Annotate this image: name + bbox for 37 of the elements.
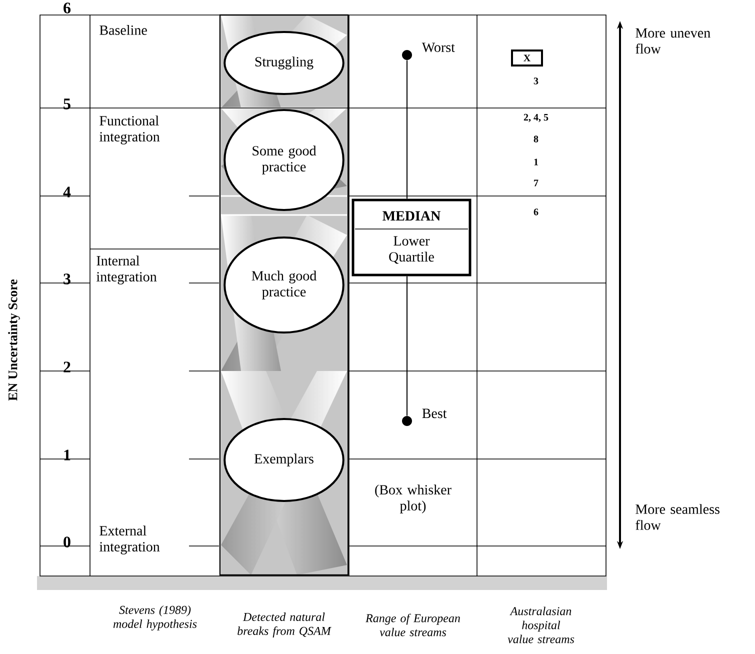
stage-label: Functional integration: [100, 116, 160, 144]
tick-number: 5: [64, 98, 70, 110]
stream-number: 8: [534, 136, 538, 142]
stage-label: Internal integration: [96, 256, 157, 284]
whisker-label: Best: [422, 408, 447, 418]
tick-number: 2: [64, 362, 70, 372]
whisker-line: [406, 60, 408, 200]
stage-label: External integration: [100, 526, 160, 554]
column-caption: Stevens (1989) model hypothesis: [113, 606, 197, 630]
whisker-dot: [402, 50, 412, 60]
stream-number: 3: [534, 78, 538, 84]
tick-number: 1: [64, 450, 70, 460]
whisker-label: Worst: [422, 42, 455, 52]
flow-label: More seamless flow: [636, 504, 720, 530]
note-text: (Box whisker plot): [375, 484, 452, 514]
stream-number: 2, 4, 5: [524, 114, 548, 122]
median-box: MEDIAN Lower Quartile: [352, 198, 472, 276]
flow-label: More uneven flow: [636, 28, 710, 54]
whisker-line: [406, 276, 408, 416]
stream-number: 6: [534, 208, 538, 216]
axis-title: EN Uncertainty Score: [8, 279, 20, 401]
ellipse-node: Some good practice: [224, 109, 344, 211]
column-caption: Australasian hospital value streams: [508, 606, 574, 644]
column-caption: Range of European value streams: [366, 614, 460, 636]
tick-number: 3: [64, 274, 70, 284]
stream-number: 1: [534, 158, 538, 166]
ellipse-node: Exemplars: [224, 418, 344, 502]
whisker-dot: [402, 416, 412, 426]
ellipse-node: Struggling: [224, 31, 344, 95]
marker-box: X: [511, 50, 543, 66]
column-caption: Detected natural breaks from QSAM: [238, 612, 332, 638]
tick-number: 0: [64, 536, 70, 548]
stage-label: Baseline: [100, 25, 147, 35]
stream-number: 7: [534, 180, 538, 186]
tick-number: 6: [64, 2, 71, 14]
ellipse-node: Much good practice: [224, 236, 344, 334]
tick-number: 4: [63, 186, 71, 198]
